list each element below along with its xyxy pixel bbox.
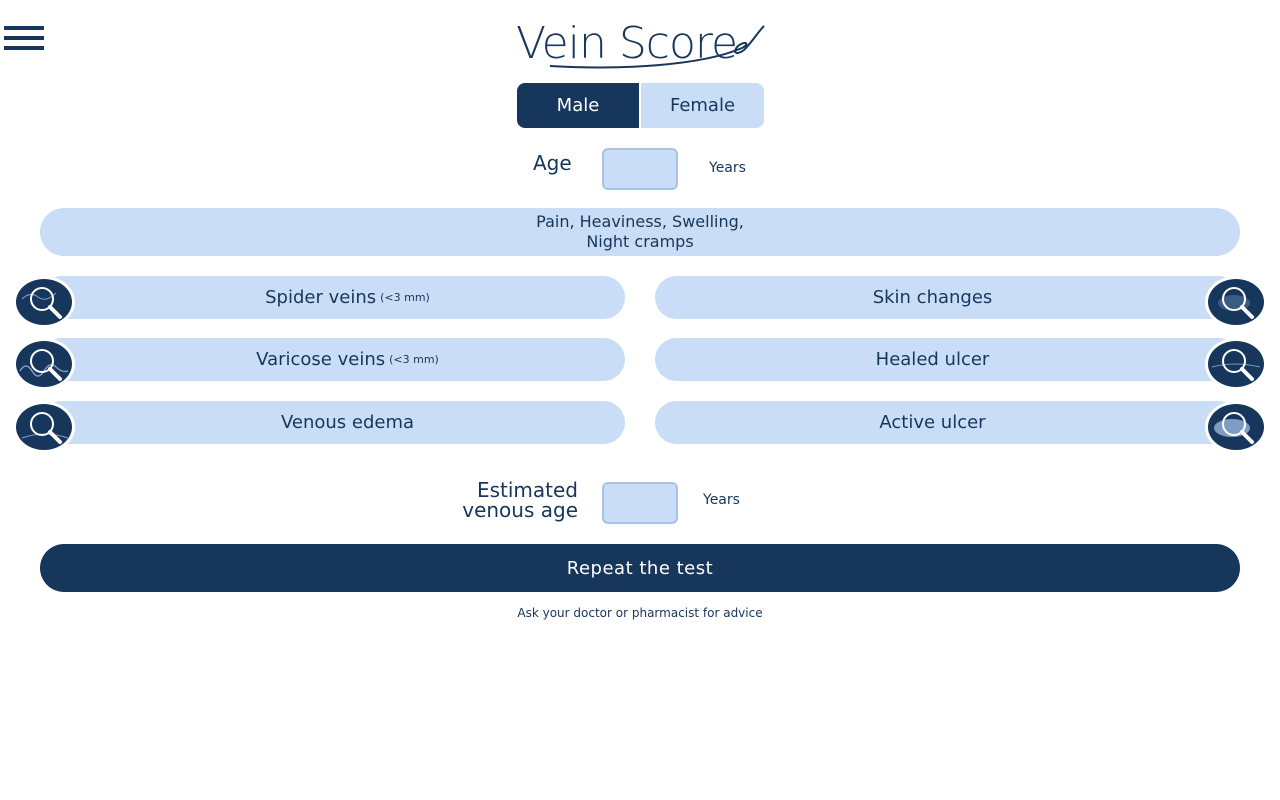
hamburger-menu-icon[interactable] (4, 26, 44, 52)
age-label: Age (533, 151, 572, 175)
logo-swoosh-icon (549, 25, 765, 69)
age-unit: Years (709, 160, 746, 176)
gender-toggle: Male Female (517, 83, 764, 128)
varicose-veins-label: Varicose veins (256, 349, 386, 370)
spider-veins-note: (<3 mm) (380, 291, 430, 304)
spider-veins-label: Spider veins (265, 287, 377, 308)
active-ulcer-label: Active ulcer (879, 412, 986, 433)
symptoms-line-1: Pain, Heaviness, Swelling, (536, 212, 744, 231)
varicose-veins-magnifier-icon[interactable] (13, 338, 75, 390)
venous-edema-magnifier-icon[interactable] (13, 401, 75, 453)
advice-text: Ask your doctor or pharmacist for advice (517, 606, 763, 620)
healed-ulcer-magnifier-icon[interactable] (1205, 338, 1267, 390)
venous-edema-button[interactable]: Venous edema (40, 401, 625, 444)
estimated-age-unit: Years (703, 492, 740, 508)
repeat-test-button[interactable]: Repeat the test (40, 544, 1240, 592)
estimated-line-2: venous age (462, 498, 578, 522)
skin-changes-magnifier-icon[interactable] (1205, 276, 1267, 328)
varicose-veins-button[interactable]: Varicose veins (<3 mm) (40, 338, 625, 381)
active-ulcer-magnifier-icon[interactable] (1205, 401, 1267, 453)
active-ulcer-button[interactable]: Active ulcer (655, 401, 1240, 444)
spider-veins-magnifier-icon[interactable] (13, 276, 75, 328)
symptoms-line-2: Night cramps (586, 232, 694, 251)
skin-changes-label: Skin changes (872, 287, 993, 308)
varicose-veins-note: (<3 mm) (389, 353, 439, 366)
app-logo: Vein Score (510, 14, 770, 74)
gender-male-button[interactable]: Male (517, 83, 639, 128)
age-input[interactable] (602, 148, 678, 190)
venous-edema-label: Venous edema (280, 412, 415, 433)
symptoms-button[interactable]: Pain, Heaviness, Swelling, Night cramps (40, 208, 1240, 256)
healed-ulcer-button[interactable]: Healed ulcer (655, 338, 1240, 381)
estimated-venous-age-field[interactable] (602, 482, 678, 524)
estimated-venous-age-label: Estimated venous age (430, 480, 578, 520)
healed-ulcer-label: Healed ulcer (875, 349, 990, 370)
gender-female-button[interactable]: Female (641, 83, 764, 128)
skin-changes-button[interactable]: Skin changes (655, 276, 1240, 319)
estimated-line-1: Estimated (476, 478, 578, 502)
spider-veins-button[interactable]: Spider veins (<3 mm) (40, 276, 625, 319)
